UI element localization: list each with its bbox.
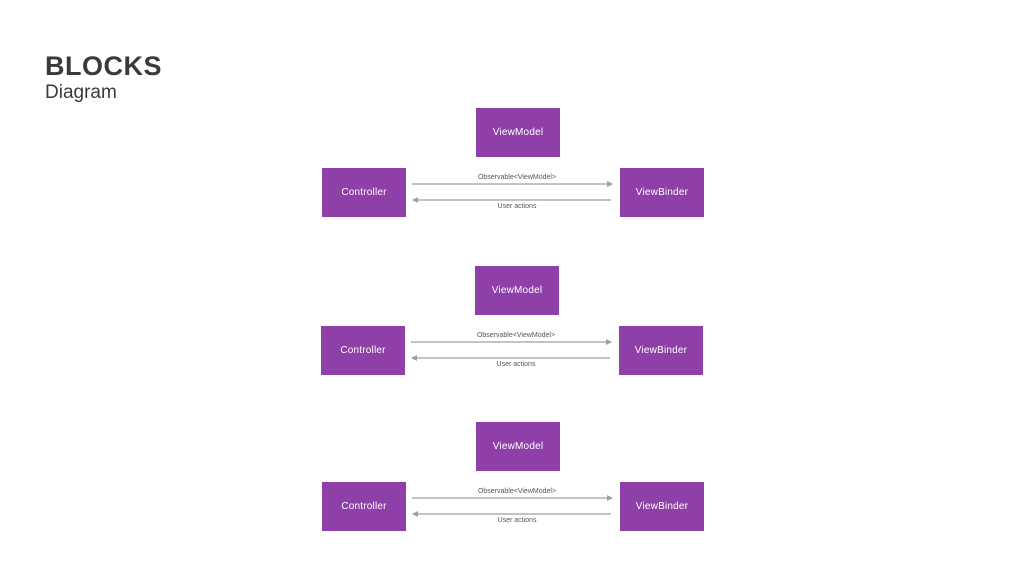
- viewmodel-box-1: ViewModel: [476, 108, 560, 157]
- user-actions-label-2: User actions: [496, 361, 536, 368]
- viewbinder-box-3: ViewBinder: [620, 482, 704, 531]
- viewbinder-box-1: ViewBinder: [620, 168, 704, 217]
- page-subtitle: Diagram: [45, 82, 117, 103]
- observable-label-1: Observable<ViewModel>: [477, 174, 557, 181]
- user-actions-label-3: User actions: [497, 517, 537, 524]
- controller-box-3: Controller: [322, 482, 406, 531]
- controller-box-1: Controller: [322, 168, 406, 217]
- user-actions-label-1: User actions: [497, 203, 537, 210]
- viewmodel-box-3: ViewModel: [476, 422, 560, 471]
- viewbinder-box-2: ViewBinder: [619, 326, 703, 375]
- viewmodel-box-2: ViewModel: [475, 266, 559, 315]
- controller-box-2: Controller: [321, 326, 405, 375]
- observable-label-3: Observable<ViewModel>: [477, 488, 557, 495]
- page-title: BLOCKS: [45, 51, 162, 81]
- observable-label-2: Observable<ViewModel>: [476, 332, 556, 339]
